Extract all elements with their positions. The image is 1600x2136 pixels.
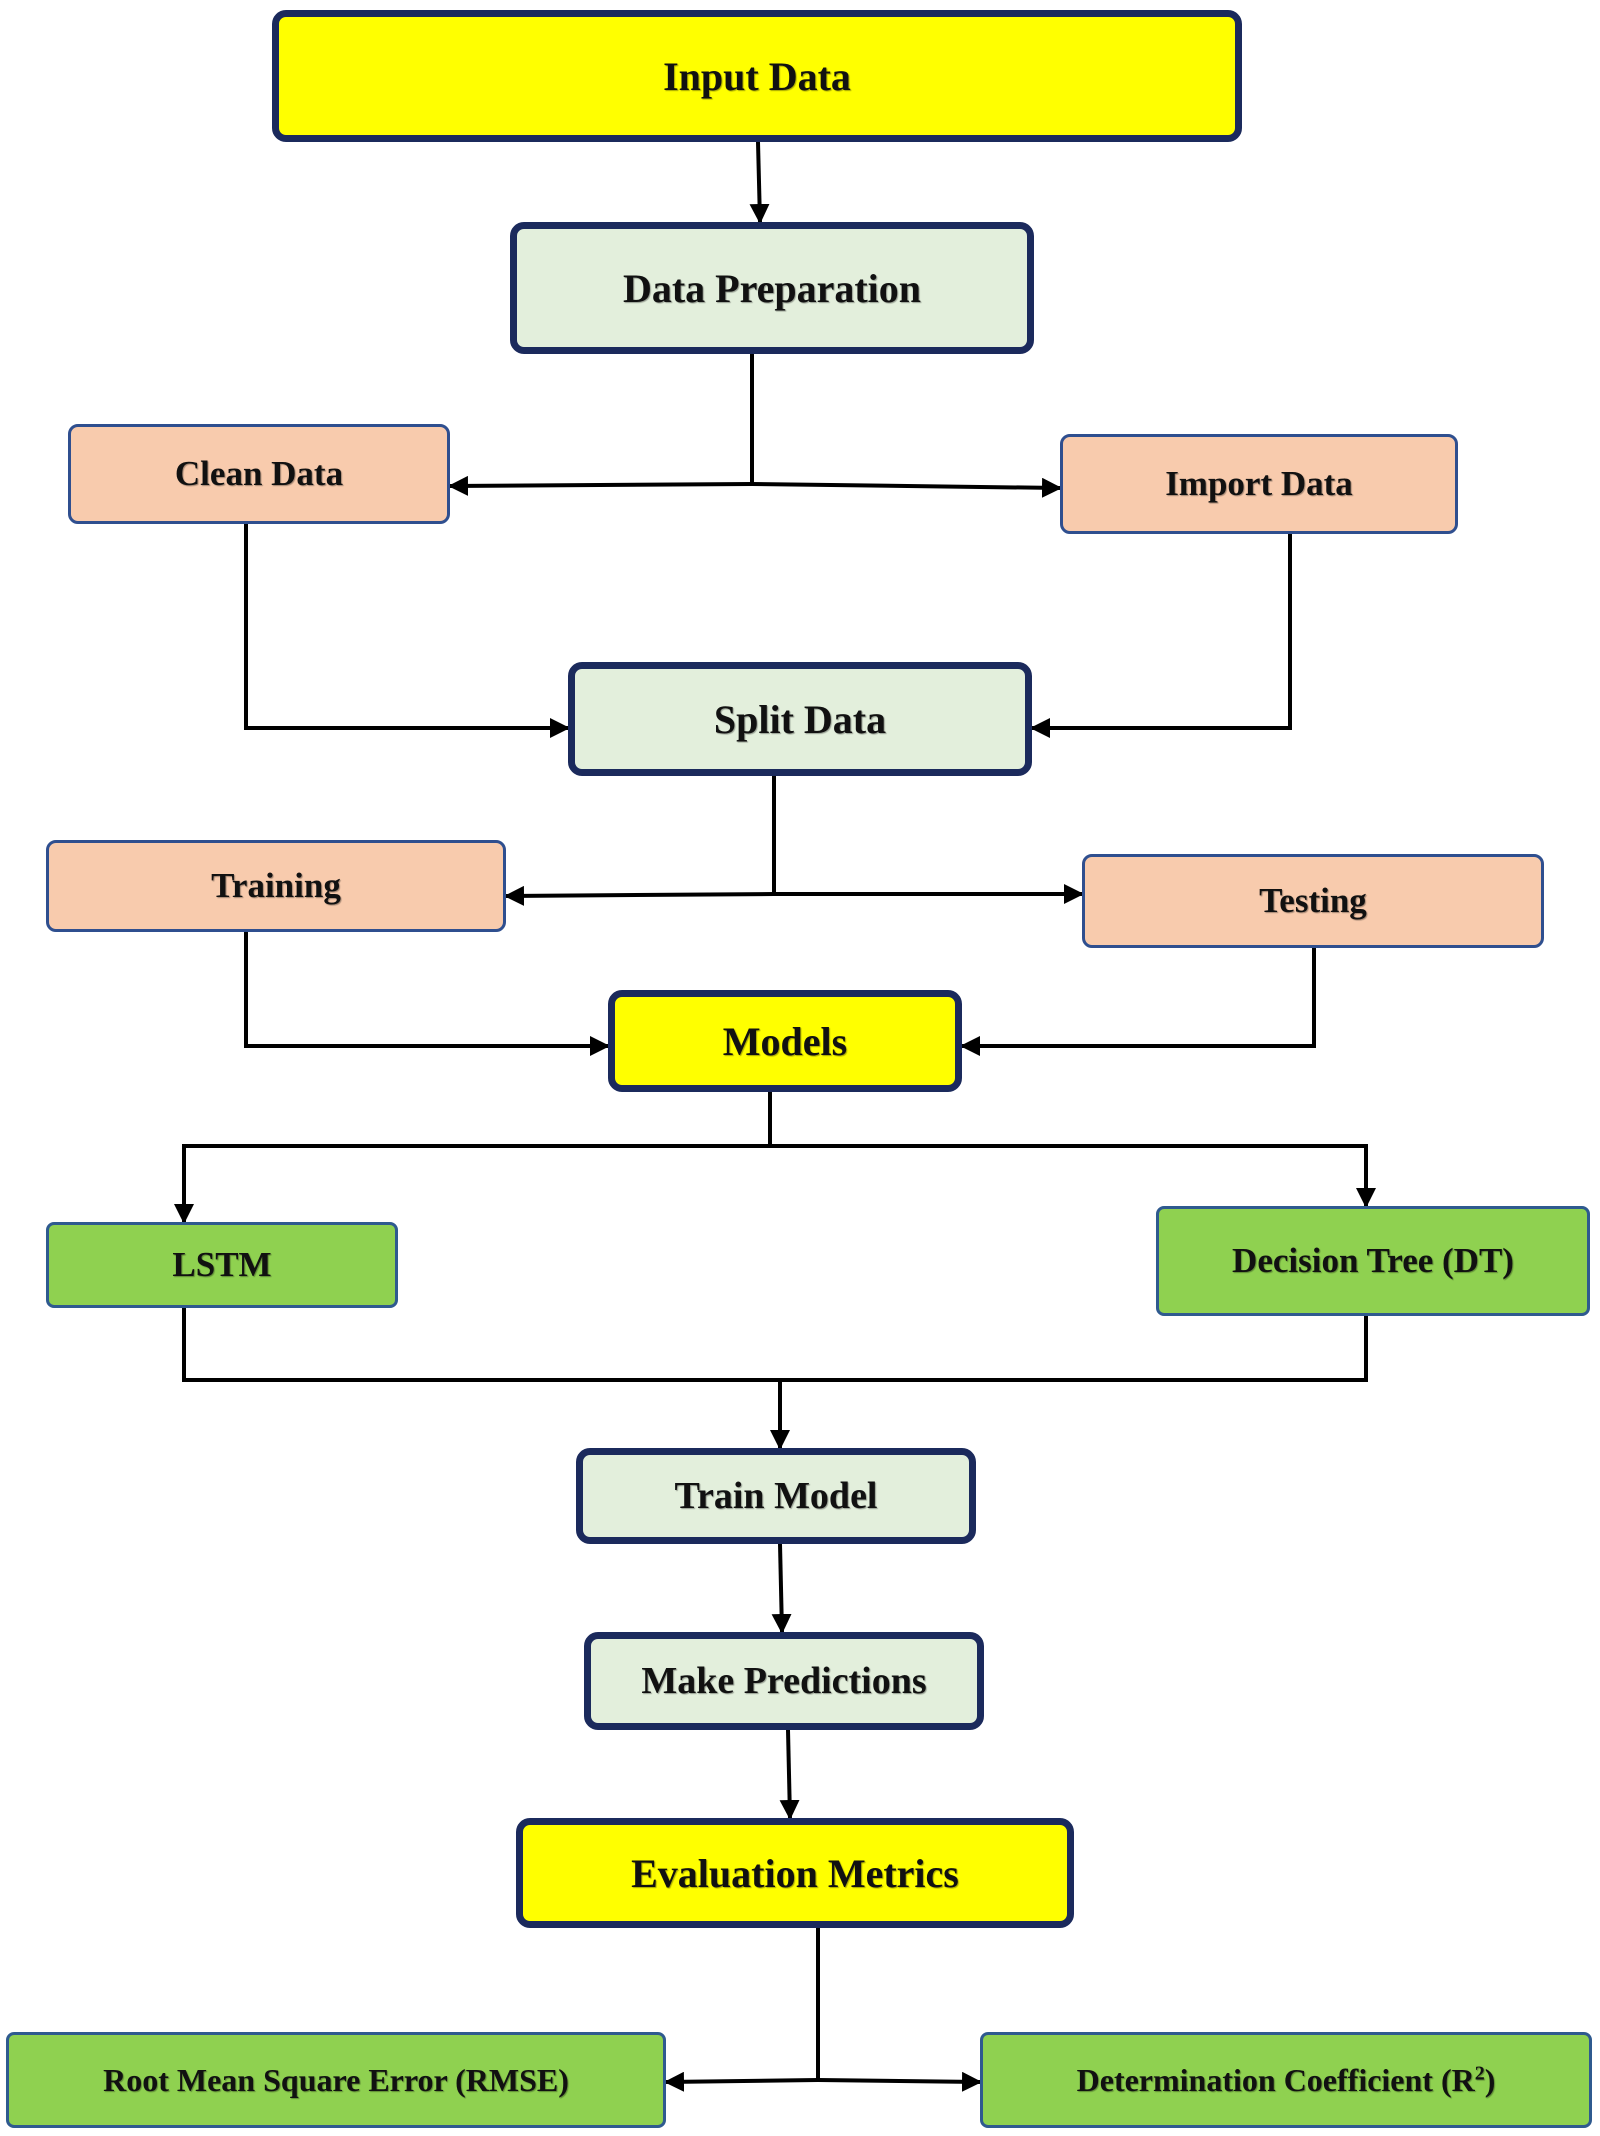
node-lstm-label: LSTM: [172, 1245, 272, 1284]
node-train-model: Train Model: [576, 1448, 976, 1544]
edge-trainmodel-pred: [771, 1543, 792, 1634]
edge-prep-import: [751, 477, 1062, 498]
edge-eval-r2: [817, 2071, 982, 2092]
node-decision-tree-label: Decision Tree (DT): [1232, 1241, 1514, 1280]
edge-input-prep: [749, 141, 770, 224]
node-evaluation-metrics: Evaluation Metrics: [516, 1818, 1074, 1928]
node-data-preparation-label: Data Preparation: [622, 265, 922, 311]
node-r2-suffix: ): [1484, 2061, 1496, 2098]
node-rmse: Root Mean Square Error (RMSE): [6, 2032, 666, 2128]
node-decision-tree: Decision Tree (DT): [1156, 1206, 1590, 1316]
node-input-data: Input Data: [272, 10, 1242, 142]
node-lstm: LSTM: [46, 1222, 398, 1308]
node-models-label: Models: [722, 1018, 848, 1064]
edge-lstm-join: [182, 1308, 1368, 1382]
node-models: Models: [608, 990, 962, 1092]
node-training: Training: [46, 840, 506, 932]
node-evaluation-metrics-label: Evaluation Metrics: [631, 1850, 959, 1896]
node-make-predictions: Make Predictions: [584, 1632, 984, 1730]
node-r2-superscript: 2: [1474, 2061, 1485, 2084]
node-clean-data: Clean Data: [68, 424, 450, 524]
edge-clean-split: [244, 524, 570, 738]
node-training-label: Training: [211, 866, 341, 905]
node-input-data-label: Input Data: [663, 53, 851, 99]
node-split-data-label: Split Data: [713, 696, 887, 742]
node-r2-text: Determination Coefficient (R: [1076, 2061, 1475, 2098]
edge-eval-rmse: [664, 2071, 819, 2092]
node-clean-data-label: Clean Data: [174, 454, 344, 493]
node-train-model-label: Train Model: [674, 1475, 878, 1517]
node-rmse-label: Root Mean Square Error (RMSE): [103, 2061, 569, 2098]
node-make-predictions-label: Make Predictions: [641, 1660, 927, 1702]
node-split-data: Split Data: [568, 662, 1032, 776]
node-testing-label: Testing: [1259, 881, 1367, 920]
edge-training-models: [244, 932, 610, 1056]
node-import-data: Import Data: [1060, 434, 1458, 534]
edge-models-dt: [770, 1144, 1376, 1208]
node-import-data-label: Import Data: [1165, 464, 1353, 503]
edge-pred-eval: [779, 1729, 800, 1820]
edge-prep-clean: [448, 475, 753, 496]
node-testing: Testing: [1082, 854, 1544, 948]
edge-import-split: [1030, 534, 1292, 738]
edge-split-training: [504, 885, 775, 906]
edge-testing-models: [960, 948, 1316, 1056]
node-r2-label: Determination Coefficient (R2): [1077, 2062, 1496, 2099]
node-r2: Determination Coefficient (R2): [980, 2032, 1592, 2128]
edge-models-lstm: [174, 1144, 770, 1224]
node-data-preparation: Data Preparation: [510, 222, 1034, 354]
